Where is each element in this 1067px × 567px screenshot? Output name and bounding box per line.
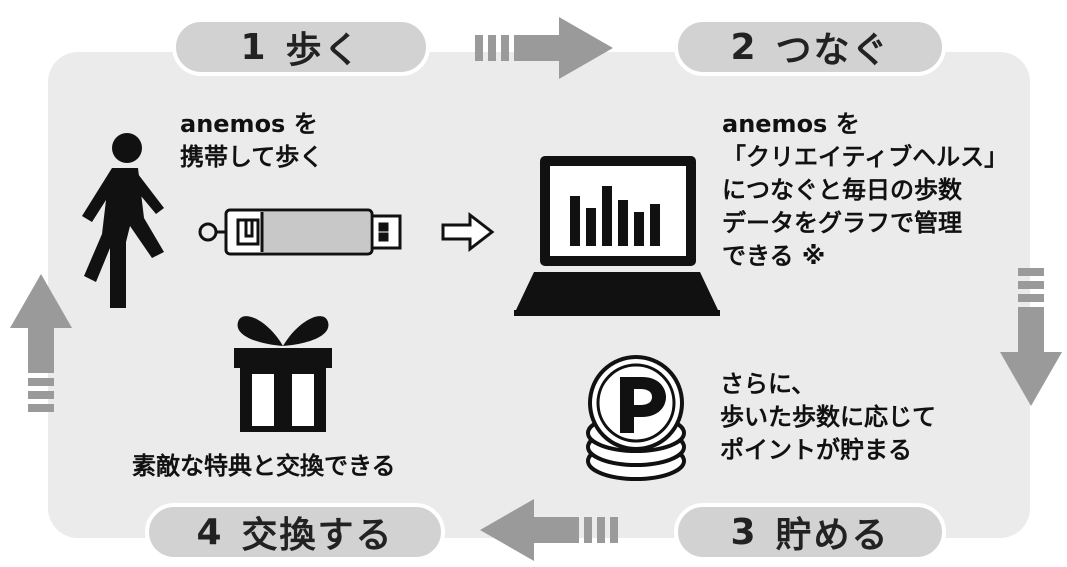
walking-person-icon (82, 133, 164, 308)
points-line-1: さらに、 (720, 370, 816, 398)
step-1-label: 歩く (285, 30, 362, 71)
connect-line-1: anemos を (722, 110, 860, 138)
walk-line-2: 携帯して歩く (180, 143, 324, 171)
connect-line-5: できる ※ (722, 242, 826, 270)
gift-box-icon (234, 316, 332, 432)
arrow-up-icon (10, 274, 72, 412)
step-2-number: 2 (730, 26, 758, 68)
step-4-number: 4 (196, 511, 224, 553)
laptop-chart-icon (514, 156, 720, 316)
points-description: さらに、 歩いた歩数に応じて ポイントが貯まる (720, 368, 936, 467)
step-1-pill: 1 歩く (172, 18, 430, 76)
step-3-label: 貯める (775, 515, 890, 556)
arrow-down-icon (1000, 268, 1062, 406)
points-line-3: ポイントが貯まる (720, 436, 912, 464)
step-1-number: 1 (240, 26, 268, 68)
step-2-label: つなぐ (775, 30, 890, 71)
arrow-right-icon (475, 17, 613, 79)
connect-line-3: につなぐと毎日の歩数 (722, 176, 962, 204)
walk-line-1: anemos を (180, 110, 318, 138)
points-line-2: 歩いた歩数に応じて (720, 403, 936, 431)
exchange-description: 素敵な特典と交換できる (132, 452, 396, 480)
outline-arrow-icon (441, 211, 495, 253)
step-2-pill: 2 つなぐ (674, 18, 946, 76)
step-4-pill: 4 交換する (145, 503, 445, 561)
step-3-pill: 3 貯める (674, 503, 946, 561)
arrow-left-icon (480, 499, 618, 561)
step-3-number: 3 (730, 511, 758, 553)
connect-description: anemos を 「クリエイティブヘルス」 につなぐと毎日の歩数 データをグラフ… (722, 108, 1008, 273)
point-coins-icon (586, 355, 686, 481)
usb-key-icon (198, 208, 402, 256)
connect-line-2: 「クリエイティブヘルス」 (722, 143, 1009, 171)
walk-description: anemos を 携帯して歩く (180, 108, 323, 174)
connect-line-4: データをグラフで管理 (722, 209, 962, 237)
step-4-label: 交換する (241, 515, 394, 556)
